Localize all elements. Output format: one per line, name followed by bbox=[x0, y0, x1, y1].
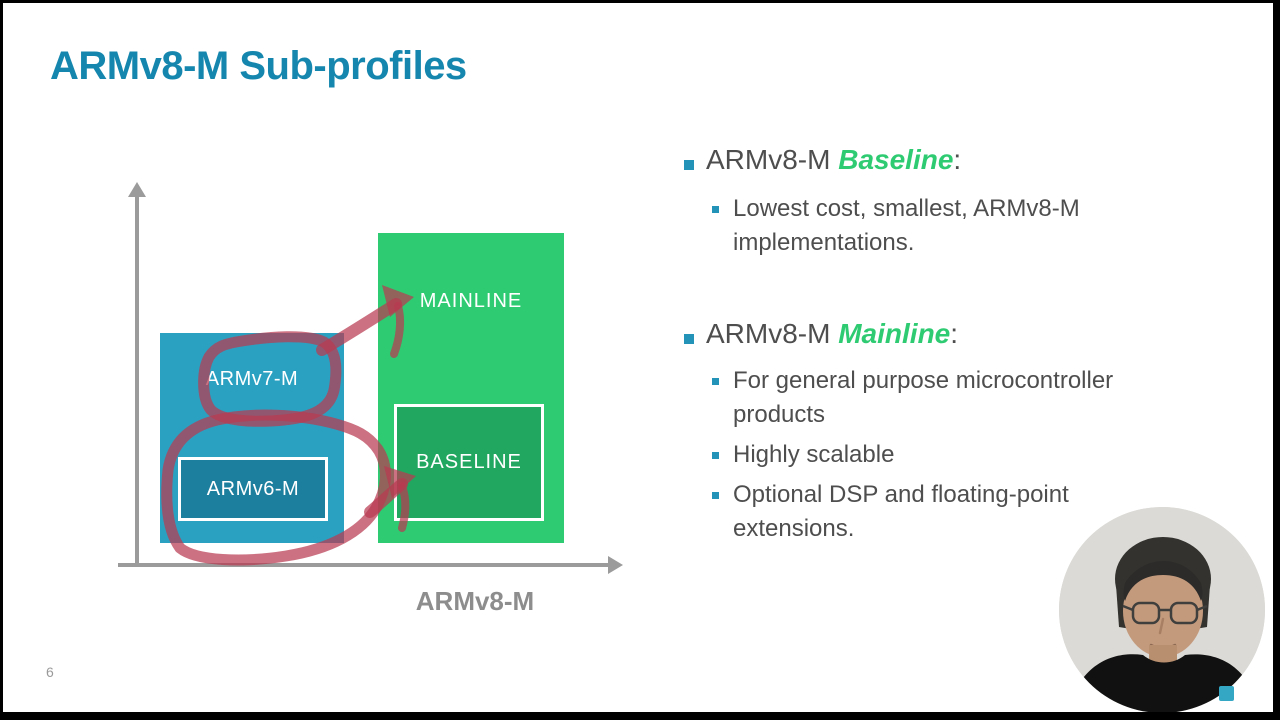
mainline-heading-colon: : bbox=[950, 318, 959, 349]
baseline-heading-accent: Baseline bbox=[838, 144, 954, 175]
bullet-square-icon bbox=[712, 492, 719, 499]
mainline-heading-accent: Mainline bbox=[838, 318, 951, 349]
baseline-box: BASELINE bbox=[394, 404, 544, 521]
baseline-heading: ARMv8-M Baseline: bbox=[706, 144, 961, 176]
mainline-heading-prefix: ARMv8-M bbox=[706, 318, 839, 349]
presenter-video bbox=[1059, 507, 1265, 713]
armv7-m-label: ARMv7-M bbox=[205, 368, 299, 390]
baseline-label: BASELINE bbox=[416, 451, 522, 473]
frame-edge bbox=[0, 0, 3, 720]
webcam-logo-badge bbox=[1219, 686, 1234, 701]
mainline-item: For general purpose microcontroller prod… bbox=[733, 367, 1114, 428]
x-axis-line bbox=[118, 563, 610, 567]
frame-edge bbox=[0, 712, 1280, 720]
baseline-item: Lowest cost, smallest, ARMv8-M implement… bbox=[733, 195, 1080, 256]
bullet-square-icon bbox=[684, 334, 694, 344]
frame-edge bbox=[1273, 0, 1280, 720]
mainline-item: Highly scalable bbox=[733, 441, 895, 468]
armv6-m-label: ARMv6-M bbox=[206, 477, 300, 500]
bullet-square-icon bbox=[712, 206, 719, 213]
slide-title: ARMv8-M Sub-profiles bbox=[50, 44, 467, 88]
bullet-square-icon bbox=[684, 160, 694, 170]
x-axis-arrow-icon bbox=[608, 556, 623, 574]
mainline-item: Optional DSP and floating-point extensio… bbox=[733, 481, 1069, 542]
mainline-label: MAINLINE bbox=[419, 290, 523, 312]
webcam-overlay bbox=[1059, 507, 1265, 713]
bullet-square-icon bbox=[712, 452, 719, 459]
page-number: 6 bbox=[46, 664, 54, 680]
x-axis-label: ARMv8-M bbox=[415, 586, 535, 616]
mainline-heading: ARMv8-M Mainline: bbox=[706, 318, 958, 350]
bullet-square-icon bbox=[712, 378, 719, 385]
y-axis-line bbox=[135, 196, 139, 567]
armv6-m-box: ARMv6-M bbox=[178, 457, 328, 521]
baseline-heading-prefix: ARMv8-M bbox=[706, 144, 839, 175]
frame-edge bbox=[0, 0, 1280, 3]
y-axis-arrow-icon bbox=[128, 182, 146, 197]
baseline-heading-colon: : bbox=[953, 144, 962, 175]
